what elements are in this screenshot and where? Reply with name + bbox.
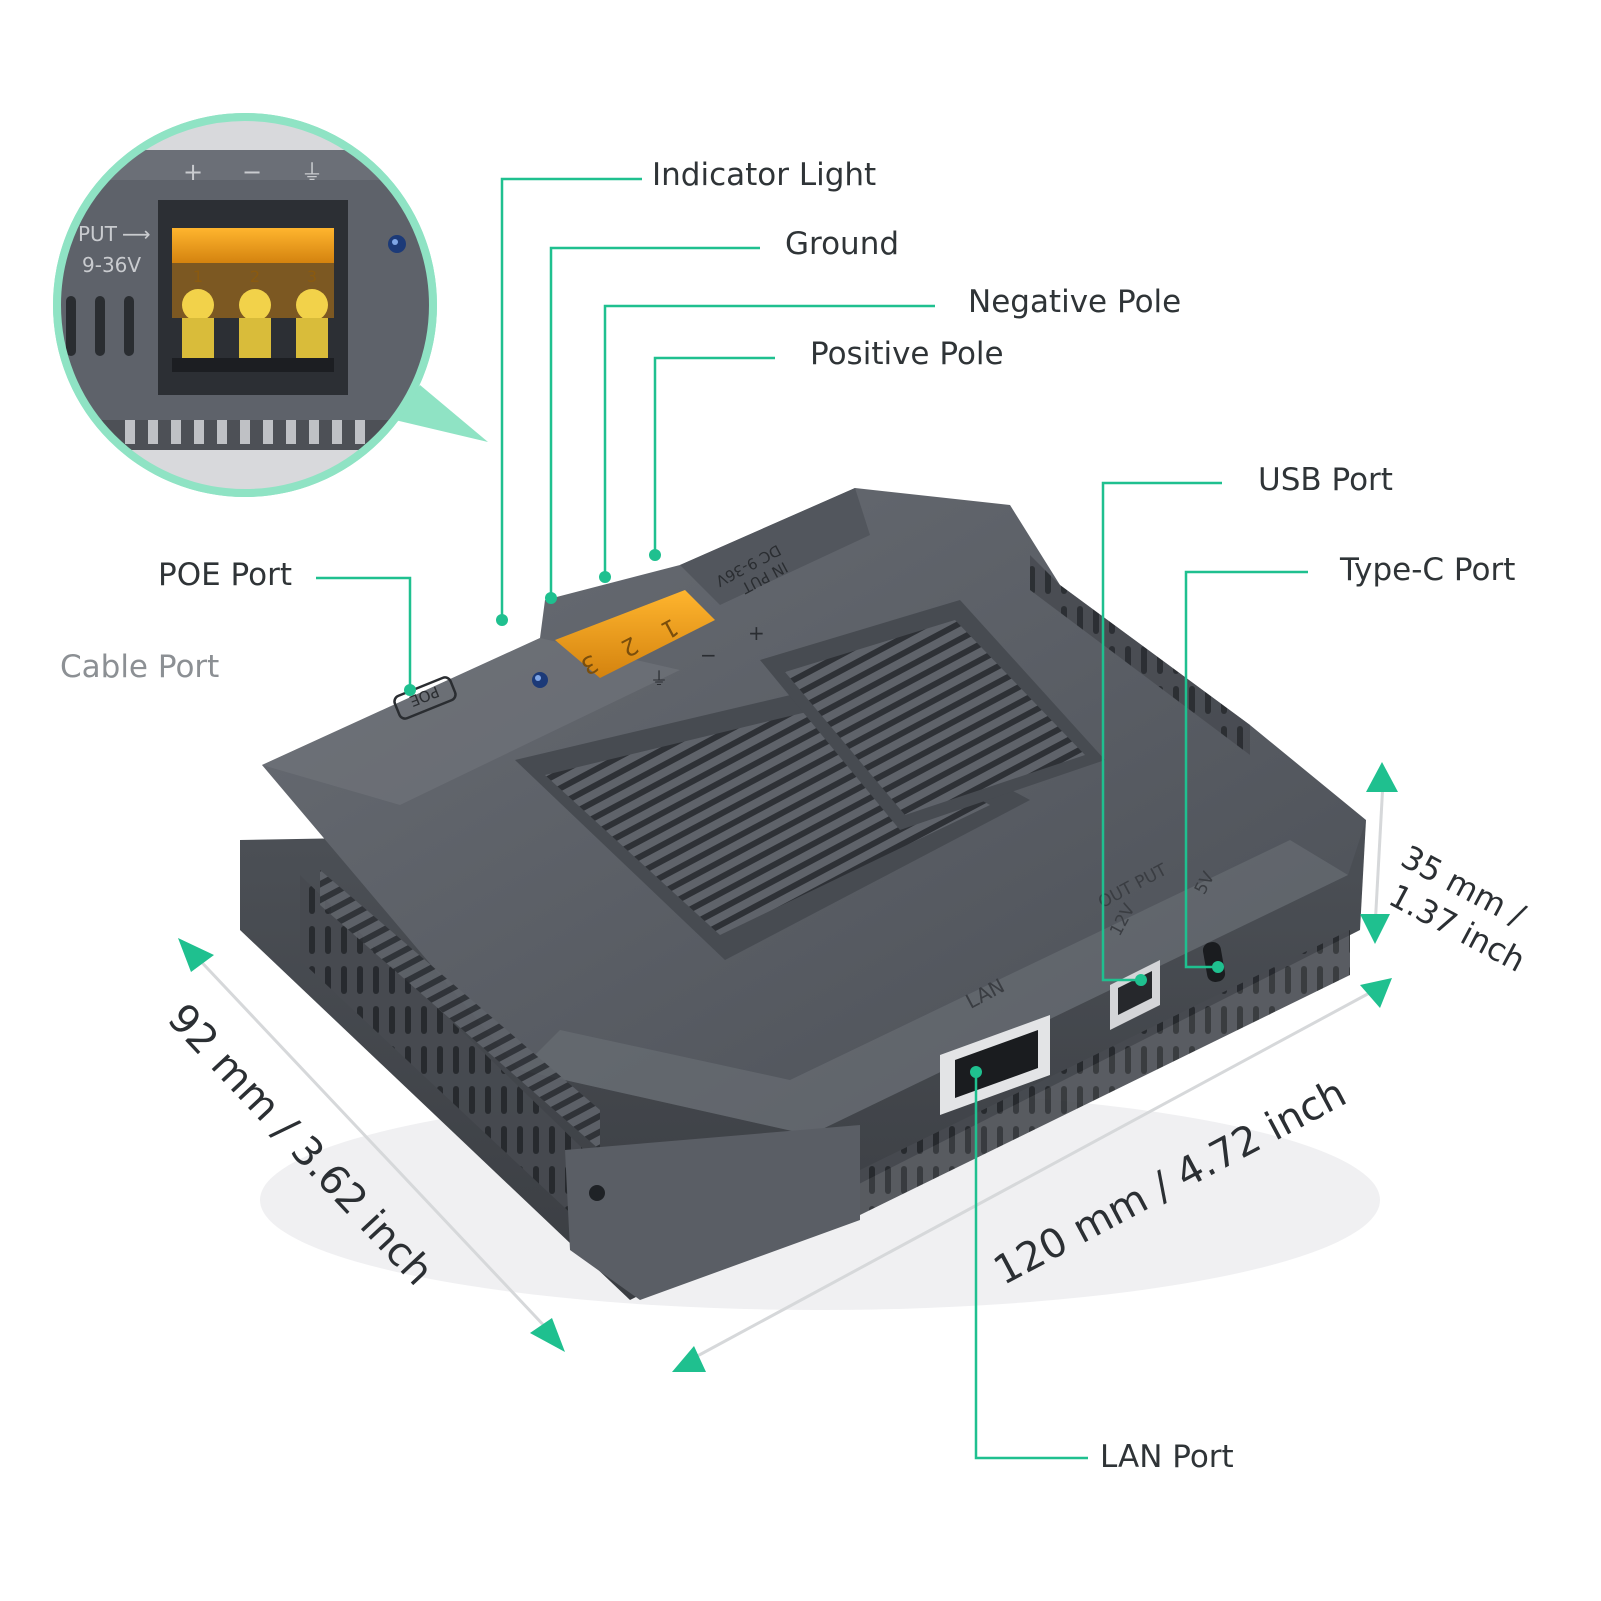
poe-port-label: POE Port	[158, 557, 292, 593]
indicator-light-label: Indicator Light	[652, 157, 877, 193]
zoom-terminal-2: 2	[250, 267, 260, 286]
type-c-port-label: Type-C Port	[1340, 552, 1516, 588]
zoom-terminal-3: 3	[307, 267, 317, 286]
zoom-ground-mark: ⏚	[301, 161, 323, 186]
dimension-arrows	[190, 781, 1385, 1362]
positive-pole-label: Positive Pole	[810, 336, 1004, 372]
zoom-voltage-text: 9-36V	[82, 253, 141, 277]
zoom-terminal-1: 1	[193, 267, 203, 286]
callout-dots	[404, 549, 1224, 1078]
zoom-input-text: PUT	[78, 222, 118, 246]
zoom-plus-mark: +	[183, 158, 203, 186]
zoom-minus-mark: −	[242, 158, 262, 186]
callout-lines	[316, 177, 1308, 1460]
dimension-arrowheads	[178, 762, 1398, 1372]
negative-pole-label: Negative Pole	[968, 284, 1182, 320]
zoom-arrow: ⟶	[122, 222, 151, 246]
cable-port-label: Cable Port	[60, 649, 220, 685]
ground-label: Ground	[785, 226, 900, 262]
device-ground-mark: ⏚	[650, 669, 668, 690]
usb-port-label: USB Port	[1258, 462, 1393, 498]
device-plus-mark: +	[748, 621, 765, 645]
lan-port-label: LAN Port	[1100, 1439, 1234, 1475]
zoom-inset: + − ⏚ PUT ⟶ 9-36V 1 2 3	[53, 113, 488, 497]
device-minus-mark: −	[700, 643, 717, 667]
